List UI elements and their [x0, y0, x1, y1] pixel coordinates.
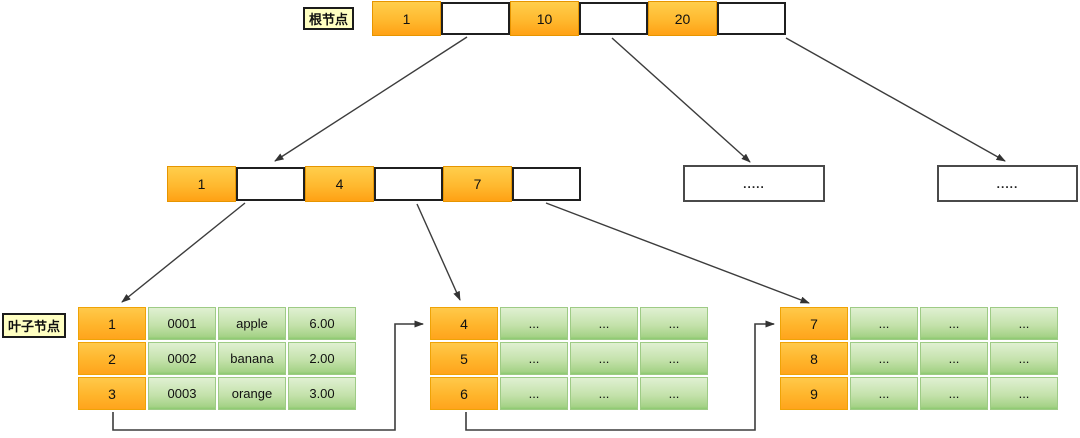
leaf-value-cell: ...	[990, 342, 1058, 375]
internal-key-cell: 4	[305, 166, 374, 202]
root-pointer-cell	[717, 2, 786, 35]
leaf-key-cell: 8	[780, 342, 848, 375]
edge-root-to-collapsed-left	[611, 37, 751, 163]
internal-node: 1 4 7	[167, 166, 581, 202]
leaf-value-cell: 6.00	[288, 307, 356, 340]
leaf-value-cell: ...	[640, 307, 708, 340]
root-key-cell: 1	[372, 1, 441, 36]
leaf-key-cell: 9	[780, 377, 848, 410]
leaf-value-cell: ...	[640, 342, 708, 375]
leaf-key-cell: 5	[430, 342, 498, 375]
leaf-value-cell: ...	[990, 307, 1058, 340]
collapsed-node-right: .....	[937, 165, 1078, 202]
root-node: 1 10 20	[372, 1, 786, 36]
leaf-key-cell: 2	[78, 342, 146, 375]
leaf-node-label: 叶子节点	[2, 313, 67, 338]
leaf-value-cell: 0001	[148, 307, 216, 340]
leaf-value-cell: ...	[850, 377, 918, 410]
leaf-key-cell: 3	[78, 377, 146, 410]
leaf-key-cell: 6	[430, 377, 498, 410]
root-pointer-cell	[441, 2, 510, 35]
leaf-value-cell: orange	[218, 377, 286, 410]
leaf-value-cell: banana	[218, 342, 286, 375]
leaf-value-cell: ...	[500, 342, 568, 375]
leaf-value-cell: ...	[640, 377, 708, 410]
internal-key-cell: 1	[167, 166, 236, 202]
leaf-value-cell: ...	[850, 307, 918, 340]
edge-internal-to-leaf-1	[121, 202, 246, 303]
leaf-value-cell: 0002	[148, 342, 216, 375]
leaf-key-cell: 4	[430, 307, 498, 340]
leaf-table-2: 4 ... ... ... 5 ... ... ... 6 ... ... ..…	[430, 307, 708, 410]
root-key-cell: 10	[510, 1, 579, 36]
edge-root-to-collapsed-right	[785, 37, 1006, 162]
edge-internal-to-leaf-3	[545, 202, 810, 304]
edge-root-to-internal	[274, 36, 468, 162]
root-key-cell: 20	[648, 1, 717, 36]
leaf-value-cell: ...	[570, 377, 638, 410]
internal-pointer-cell	[236, 167, 305, 201]
leaf-value-cell: ...	[500, 307, 568, 340]
collapsed-node-left: .....	[683, 165, 825, 202]
edge-leaf2-to-leaf3-linked-list	[465, 320, 775, 431]
internal-key-cell: 7	[443, 166, 512, 202]
leaf-value-cell: 2.00	[288, 342, 356, 375]
leaf-value-cell: ...	[500, 377, 568, 410]
leaf-value-cell: ...	[920, 307, 988, 340]
leaf-table-3: 7 ... ... ... 8 ... ... ... 9 ... ... ..…	[780, 307, 1058, 410]
leaf-value-cell: 0003	[148, 377, 216, 410]
leaf-value-cell: ...	[570, 307, 638, 340]
leaf-value-cell: ...	[920, 377, 988, 410]
root-node-label: 根节点	[303, 7, 355, 30]
leaf-value-cell: ...	[570, 342, 638, 375]
root-pointer-cell	[579, 2, 648, 35]
leaf-key-cell: 7	[780, 307, 848, 340]
leaf-value-cell: 3.00	[288, 377, 356, 410]
edge-internal-to-leaf-2	[416, 203, 461, 301]
internal-pointer-cell	[512, 167, 581, 201]
leaf-value-cell: apple	[218, 307, 286, 340]
leaf-table-1: 1 0001 apple 6.00 2 0002 banana 2.00 3 0…	[78, 307, 356, 410]
leaf-key-cell: 1	[78, 307, 146, 340]
internal-pointer-cell	[374, 167, 443, 201]
edge-leaf1-to-leaf2-linked-list	[112, 320, 424, 431]
leaf-value-cell: ...	[920, 342, 988, 375]
leaf-value-cell: ...	[990, 377, 1058, 410]
leaf-value-cell: ...	[850, 342, 918, 375]
